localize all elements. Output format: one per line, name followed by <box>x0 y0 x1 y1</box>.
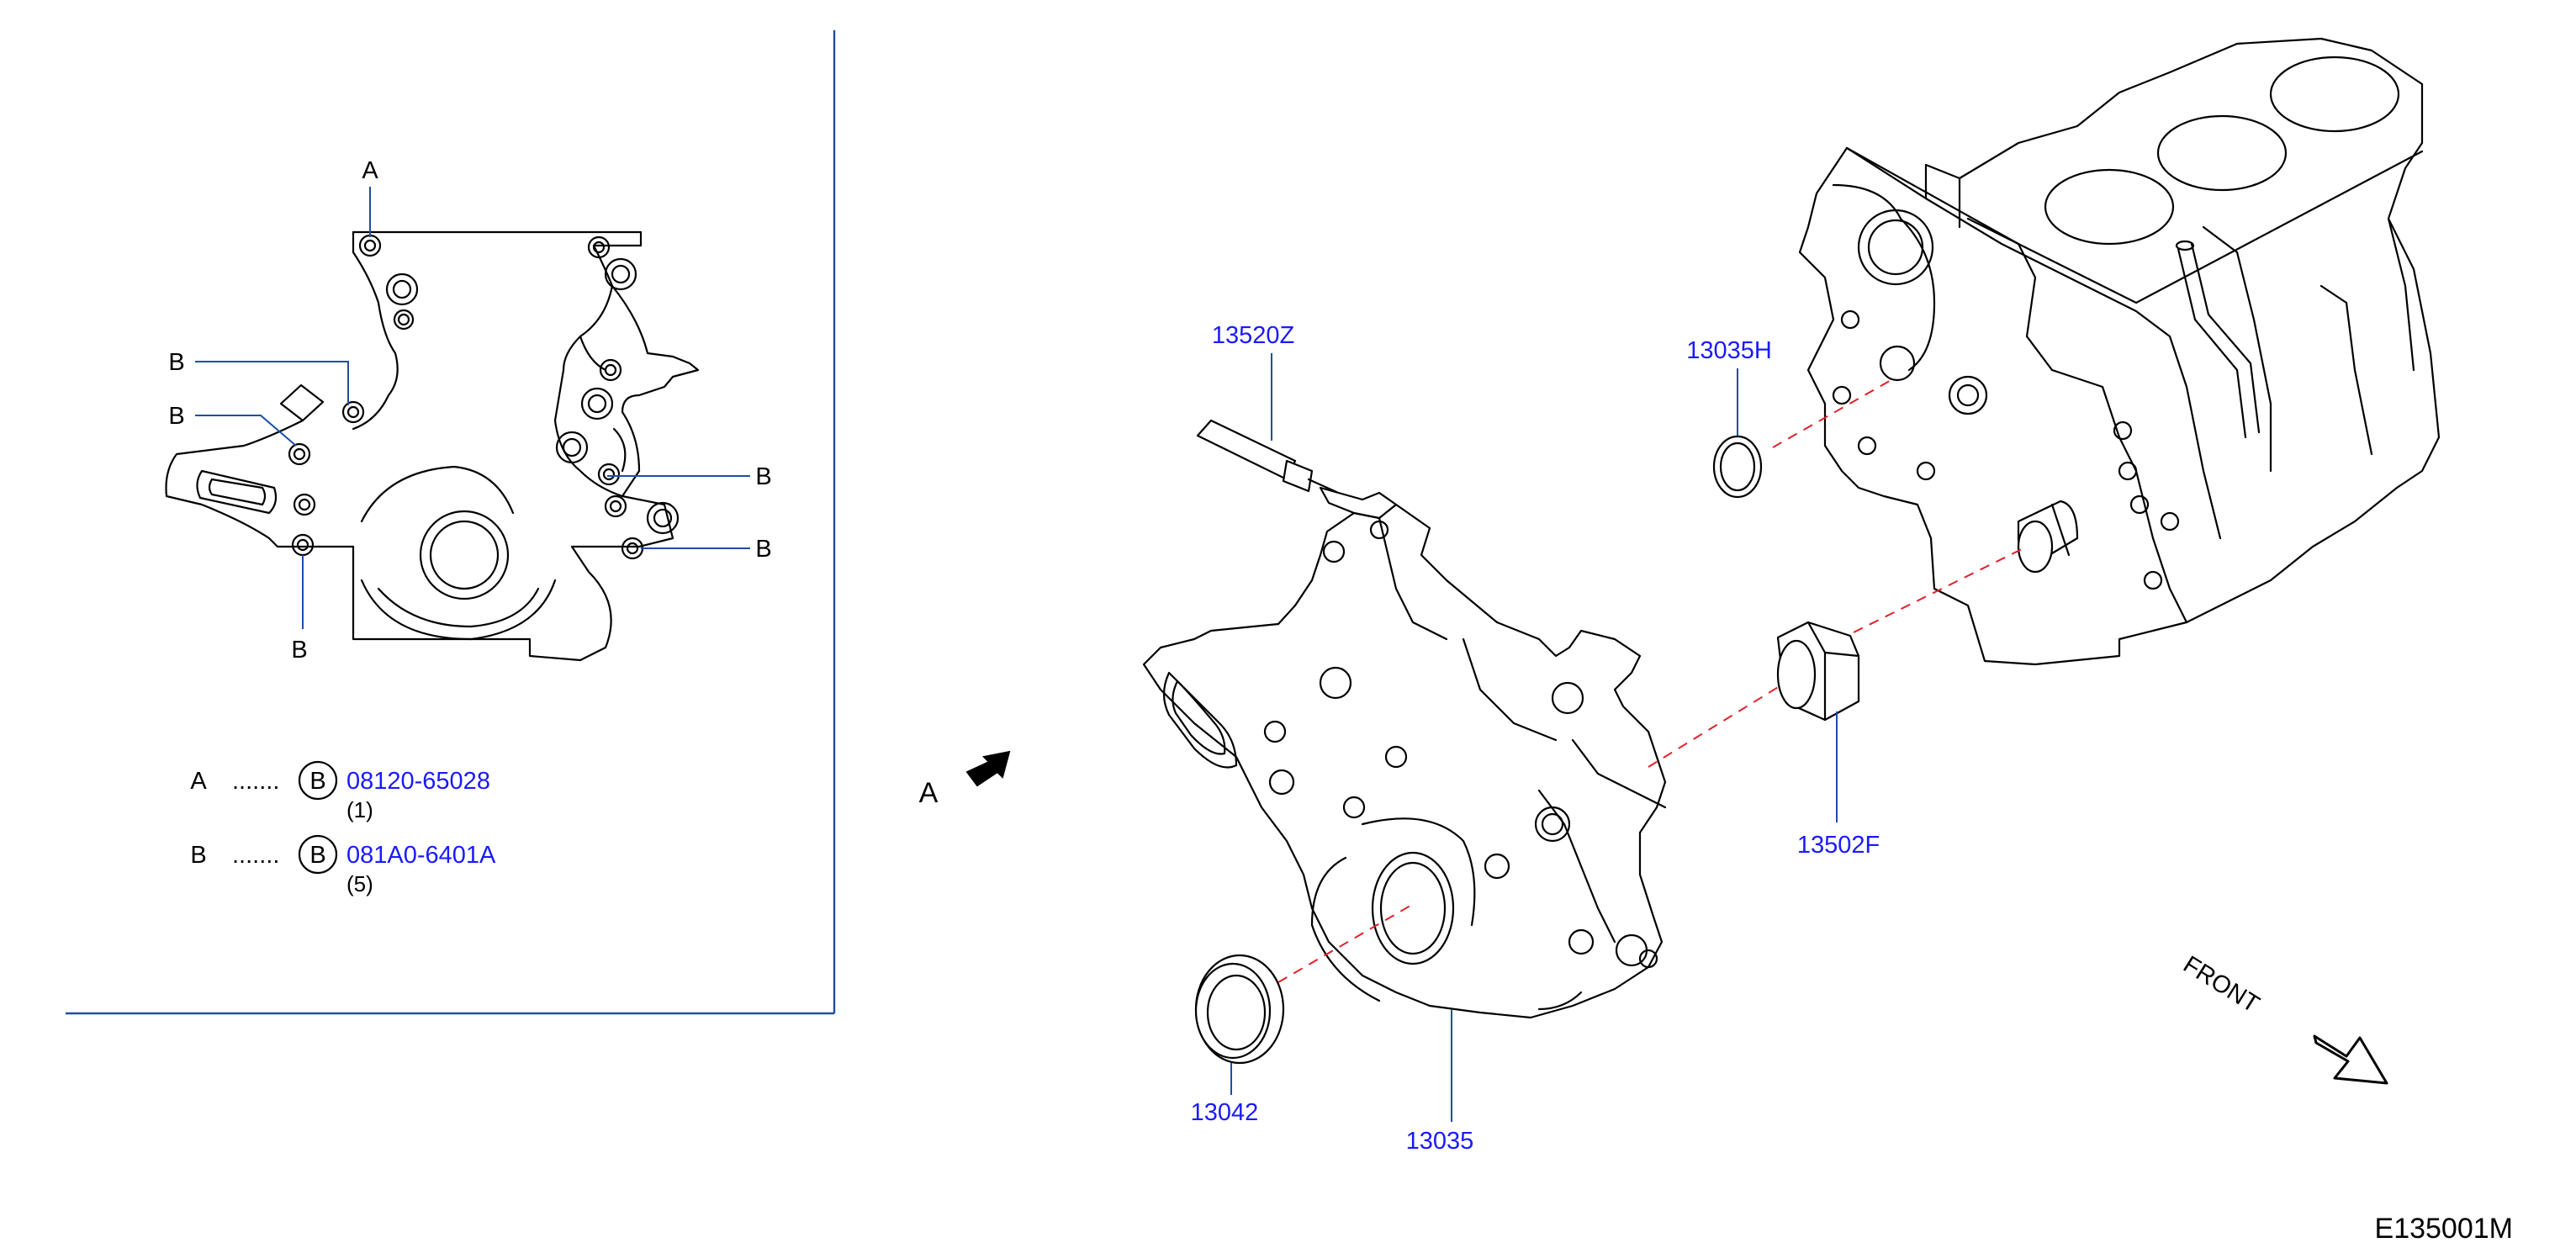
part-label-13035H[interactable]: 13035H <box>1686 337 1772 364</box>
legend-row-a: A ....... B 08120-65028 (1) <box>190 760 490 822</box>
detail-frame <box>66 30 836 1015</box>
part-label-13502F[interactable]: 13502F <box>1797 832 1880 859</box>
front-label: FRONT <box>2178 951 2264 1018</box>
front-cover-13035 <box>1142 503 1667 1019</box>
detail-callout-b-3: B <box>755 463 771 490</box>
part-label-13035[interactable]: 13035 <box>1406 1128 1474 1155</box>
front-direction: FRONT <box>2178 951 2388 1085</box>
legend: A ....... B 08120-65028 (1) B ....... B … <box>190 760 496 896</box>
sensor-13520Z <box>1196 419 1398 520</box>
cylinder-block <box>1798 37 2441 666</box>
bolt-symbol-icon <box>298 760 338 801</box>
legend-qty-b: (5) <box>346 871 373 896</box>
legend-qty-a: (1) <box>346 797 373 822</box>
oil-pump-spacer-13502F <box>1776 621 1860 722</box>
part-label-13042[interactable]: 13042 <box>1191 1099 1259 1126</box>
view-arrow-icon <box>965 750 1011 787</box>
oil-seal-13042 <box>1194 954 1285 1065</box>
part-label-13520Z[interactable]: 13520Z <box>1212 322 1294 349</box>
legend-dots-b: ....... <box>232 842 279 869</box>
detail-callout-b-2: B <box>168 403 184 430</box>
detail-callout-a: A <box>362 157 378 184</box>
legend-row-b: B ....... B 081A0-6401A (5) <box>190 834 496 896</box>
legend-symbol-a: B <box>309 768 325 795</box>
legend-part-08120-65028[interactable]: 08120-65028 <box>346 768 490 795</box>
view-a-marker: A <box>919 777 939 809</box>
diagram-id: E135001M <box>2375 1213 2513 1245</box>
bolt-symbol-icon <box>298 834 338 875</box>
detail-cover-outline <box>165 230 700 662</box>
detail-callout-b-1: B <box>168 349 184 376</box>
legend-key-b: B <box>190 842 206 869</box>
legend-key-a: A <box>190 768 207 795</box>
detail-callout-b-4: B <box>755 536 771 563</box>
legend-part-081A0-6401A[interactable]: 081A0-6401A <box>346 842 496 869</box>
detail-leaders <box>195 187 750 629</box>
legend-symbol-b: B <box>309 842 325 869</box>
legend-dots-a: ....... <box>232 768 279 795</box>
o-ring-13035H <box>1712 435 1763 499</box>
alignment-dashes <box>1277 378 2028 983</box>
part-leaders <box>1230 353 1838 1122</box>
front-arrow-icon <box>2313 1034 2388 1085</box>
detail-callout-b-5: B <box>291 637 307 664</box>
